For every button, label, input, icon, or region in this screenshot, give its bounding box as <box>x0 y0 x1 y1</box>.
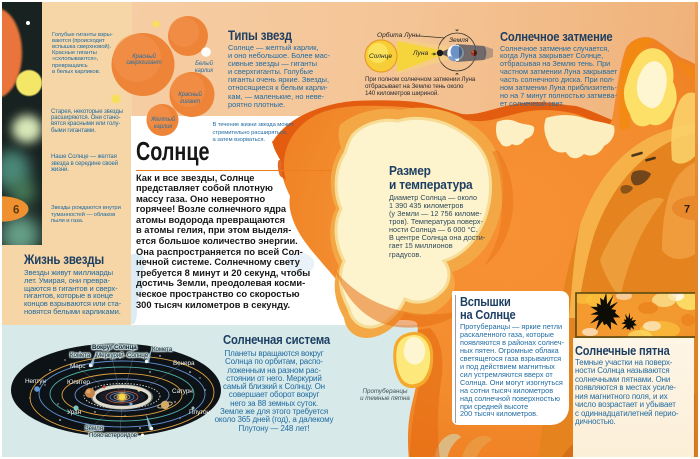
svg-text:7: 7 <box>684 204 690 216</box>
svg-text:6: 6 <box>13 205 19 217</box>
